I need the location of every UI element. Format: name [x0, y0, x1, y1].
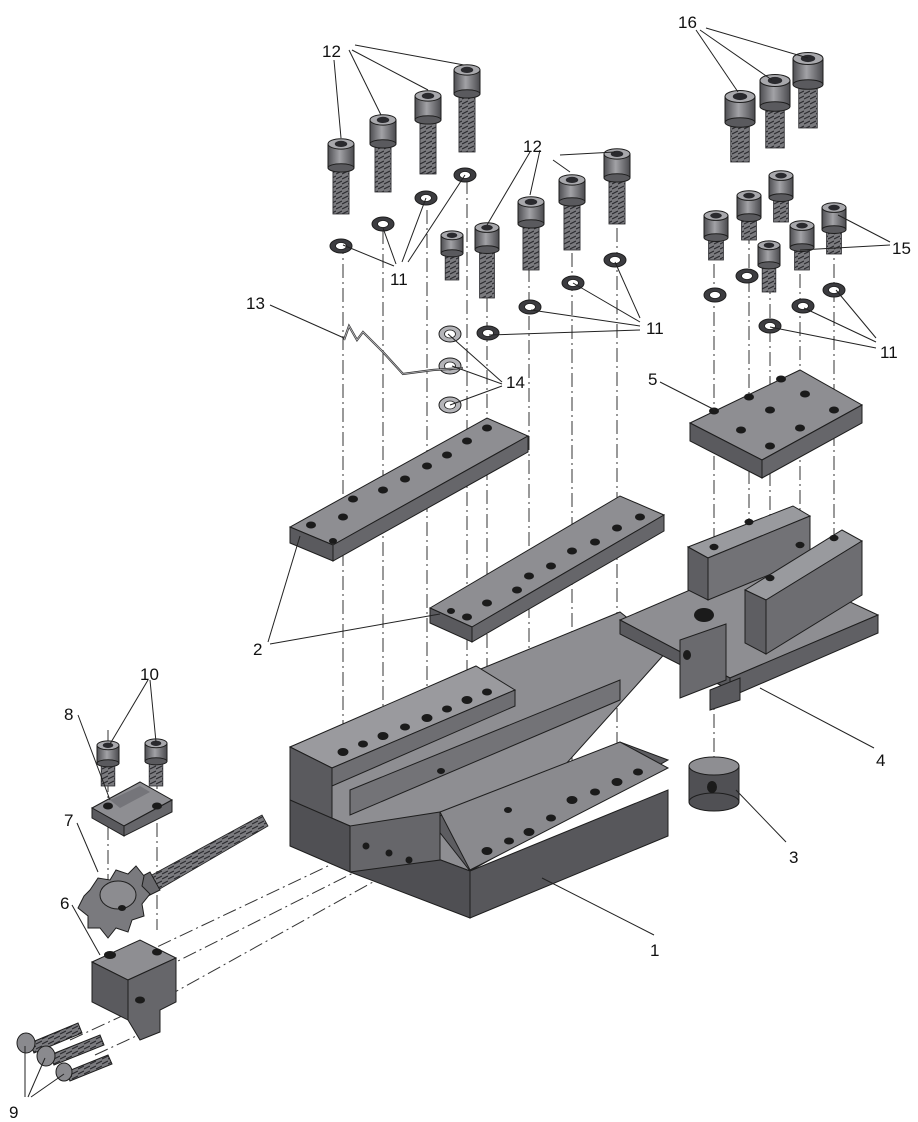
callout-15: 15: [892, 239, 911, 258]
support-block-part-6: [90, 939, 178, 1041]
callout-11-right: 11: [880, 343, 898, 362]
cylinder-nut-part-3: [688, 756, 740, 812]
callout-11-left: 11: [390, 270, 408, 289]
callout-13: 13: [246, 294, 265, 313]
washer-part-11: [518, 299, 542, 315]
callout-10: 10: [140, 665, 159, 684]
washer-part-11: [791, 298, 815, 314]
callout-11-middle: 11: [646, 319, 664, 338]
washer-part-11: [758, 318, 782, 334]
bolt-part-12: [558, 174, 586, 251]
callout-2: 2: [253, 640, 262, 659]
bolt-part-15: [821, 202, 847, 255]
strip-bars-part-2: [288, 417, 666, 643]
bolt-part-16: [759, 74, 791, 149]
callout-5: 5: [648, 370, 657, 389]
washer-part-14: [438, 357, 462, 375]
bolt-part-10: [144, 738, 168, 787]
callout-12-middle: 12: [523, 137, 542, 156]
spring-wire-part-13: [342, 323, 464, 376]
threaded-knob-part-7: [77, 814, 269, 939]
callout-16: 16: [678, 13, 697, 32]
base-plate-part-1: [288, 611, 670, 919]
callout-3: 3: [789, 848, 798, 867]
bolt-part-15: [768, 170, 794, 223]
washer-part-11: [603, 252, 627, 268]
bolt-part-12: [440, 230, 464, 281]
clamp-body-part-4: [618, 505, 880, 711]
socket-head-bolts: [96, 52, 847, 787]
bolt-part-12: [369, 114, 397, 193]
bolt-part-12: [414, 90, 442, 175]
bolt-part-12: [517, 196, 545, 271]
callout-12-left: 12: [322, 42, 341, 61]
part-number-callouts: 12 12 16 15 11 11 11 13 14 5 2 10 8 7 6 …: [9, 13, 911, 1122]
bolt-part-16: [724, 90, 756, 163]
callout-4: 4: [876, 751, 885, 770]
bolt-part-16: [792, 52, 824, 129]
callout-8: 8: [64, 705, 73, 724]
callout-9: 9: [9, 1103, 18, 1122]
washer-part-11: [735, 268, 759, 284]
callout-1: 1: [650, 941, 659, 960]
callout-6: 6: [60, 894, 69, 913]
washer-part-11: [822, 282, 846, 298]
bolt-part-15: [736, 190, 762, 241]
washer-part-14: [438, 325, 462, 343]
bolt-part-12: [603, 148, 631, 225]
screws-part-9: [16, 1022, 113, 1082]
callout-7: 7: [64, 811, 73, 830]
bolt-part-12: [453, 64, 481, 153]
bolt-part-12: [474, 222, 500, 299]
callout-leader-lines: [24, 27, 891, 1098]
callout-14: 14: [506, 373, 525, 392]
washer-part-11: [476, 325, 500, 341]
bridge-clamp-part-8: [90, 781, 174, 837]
bolt-part-15: [757, 240, 781, 293]
washer-part-11: [371, 216, 395, 232]
bolt-part-10: [96, 740, 120, 787]
bolt-part-12: [327, 138, 355, 215]
washer-part-11: [703, 287, 727, 303]
top-plate-part-5: [688, 369, 864, 479]
bolt-part-15: [789, 220, 815, 271]
washer-part-11: [329, 238, 353, 254]
bolt-part-15: [703, 210, 729, 261]
